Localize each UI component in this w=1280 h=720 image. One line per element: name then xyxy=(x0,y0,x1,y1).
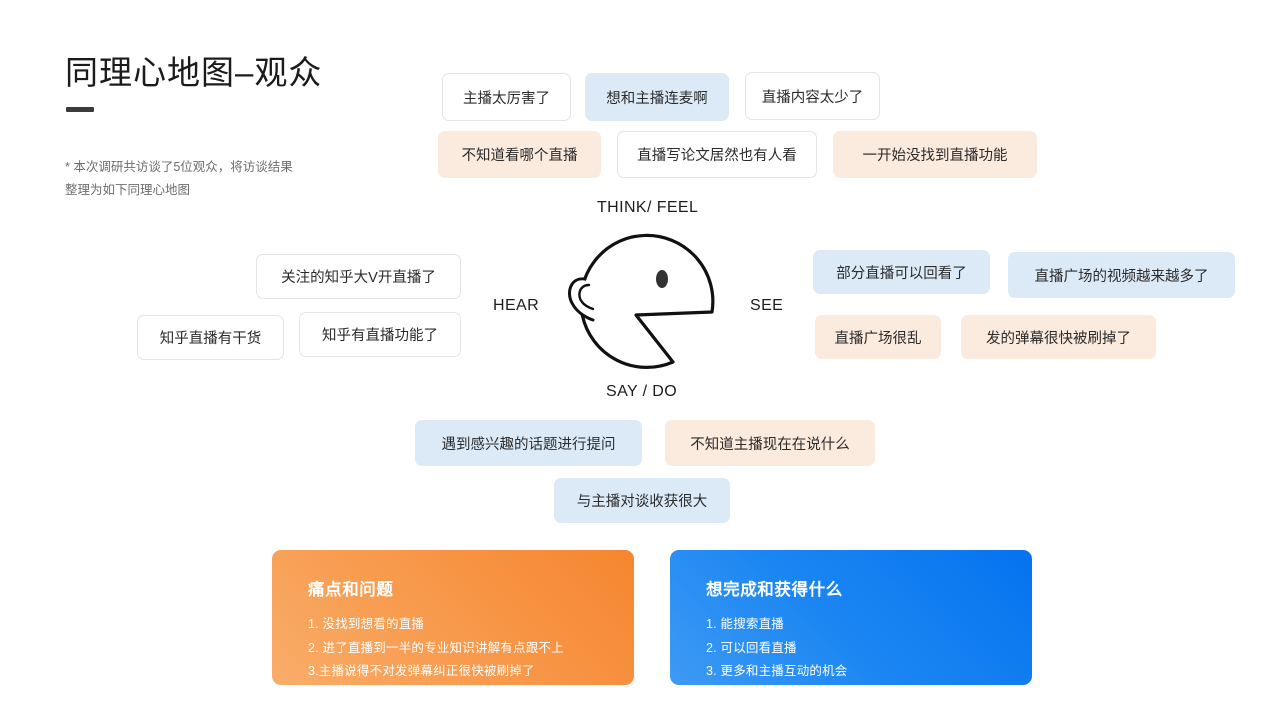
summary-item: 1. 没找到想看的直播 xyxy=(308,617,425,631)
summary-card-goals: 想完成和获得什么 1. 能搜索直播 2. 可以回看直播 3. 更多和主播互动的机… xyxy=(670,550,1032,685)
note-see-4[interactable]: 发的弹幕很快被刷掉了 xyxy=(961,315,1156,359)
note-think-feel-5[interactable]: 直播写论文居然也有人看 xyxy=(617,131,817,178)
note-see-1[interactable]: 部分直播可以回看了 xyxy=(813,250,990,294)
note-see-3[interactable]: 直播广场很乱 xyxy=(815,315,941,359)
note-hear-1[interactable]: 关注的知乎大V开直播了 xyxy=(256,254,461,299)
page-title: 同理心地图–观众 xyxy=(65,54,323,91)
note-say-do-3[interactable]: 与主播对谈收获很大 xyxy=(554,478,730,523)
title-divider xyxy=(66,107,94,112)
summary-card-pain-points: 痛点和问题 1. 没找到想看的直播 2. 进了直播到一半的专业知识讲解有点跟不上… xyxy=(272,550,634,685)
note-think-feel-1[interactable]: 主播太厉害了 xyxy=(442,73,571,121)
note-think-feel-4[interactable]: 不知道看哪个直播 xyxy=(438,131,601,178)
summary-card-title: 痛点和问题 xyxy=(308,581,394,599)
summary-item: 2. 进了直播到一半的专业知识讲解有点跟不上 xyxy=(308,640,564,655)
quadrant-label-see: SEE xyxy=(750,297,784,314)
note-think-feel-6[interactable]: 一开始没找到直播功能 xyxy=(833,131,1037,178)
quadrant-label-think-feel: THINK/ FEEL xyxy=(597,199,699,216)
summary-item: 1. 能搜索直播 xyxy=(706,617,784,631)
note-think-feel-2[interactable]: 想和主播连麦啊 xyxy=(585,73,729,121)
note-hear-2[interactable]: 知乎直播有干货 xyxy=(137,315,284,360)
head-illustration xyxy=(560,222,735,377)
note-say-do-1[interactable]: 遇到感兴趣的话题进行提问 xyxy=(415,420,642,466)
quadrant-label-say-do: SAY / DO xyxy=(606,383,678,400)
note-think-feel-3[interactable]: 直播内容太少了 xyxy=(745,72,880,120)
page-subtitle: * 本次调研共访谈了5位观众，将访谈结果整理为如下同理心地图 xyxy=(65,160,293,197)
note-see-2[interactable]: 直播广场的视频越来越多了 xyxy=(1008,252,1235,298)
summary-card-title: 想完成和获得什么 xyxy=(706,581,843,599)
summary-item: 3. 更多和主播互动的机会 xyxy=(706,664,848,678)
summary-item: 3.主播说得不对发弹幕纠正很快被刷掉了 xyxy=(308,664,535,678)
note-hear-3[interactable]: 知乎有直播功能了 xyxy=(299,312,461,357)
summary-item: 2. 可以回看直播 xyxy=(706,640,797,655)
note-say-do-2[interactable]: 不知道主播现在在说什么 xyxy=(665,420,875,466)
quadrant-label-hear: HEAR xyxy=(493,297,540,314)
